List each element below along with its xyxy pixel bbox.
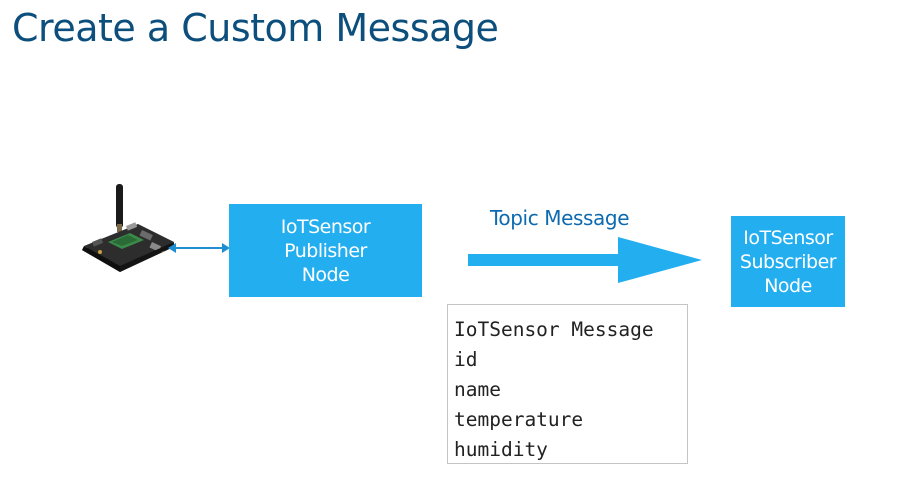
message-field: humidity [454,438,548,461]
publisher-node-box: IoTSensor Publisher Node [229,204,422,297]
message-field: temperature [454,408,584,431]
right-arrow-icon [468,237,702,283]
double-arrow-icon [168,243,230,253]
iot-sensor-board-icon [82,184,176,272]
message-field: name [454,378,501,401]
subscriber-node-line: Node [764,274,812,297]
publisher-node-line: Node [301,263,350,286]
slide-title: Create a Custom Message [12,6,499,50]
message-type-name: IoTSensor Message [454,318,654,341]
subscriber-node-box: IoTSensor Subscriber Node [731,216,845,307]
publisher-node-line: IoTSensor [280,215,371,238]
subscriber-node-line: IoTSensor [743,226,833,249]
publisher-node-line: Publisher [284,239,367,262]
message-field: id [454,348,478,371]
message-definition-box: IoTSensor Message id name temperature hu… [447,304,688,464]
topic-message-label: Topic Message [490,206,630,230]
subscriber-node-line: Subscriber [739,250,837,273]
